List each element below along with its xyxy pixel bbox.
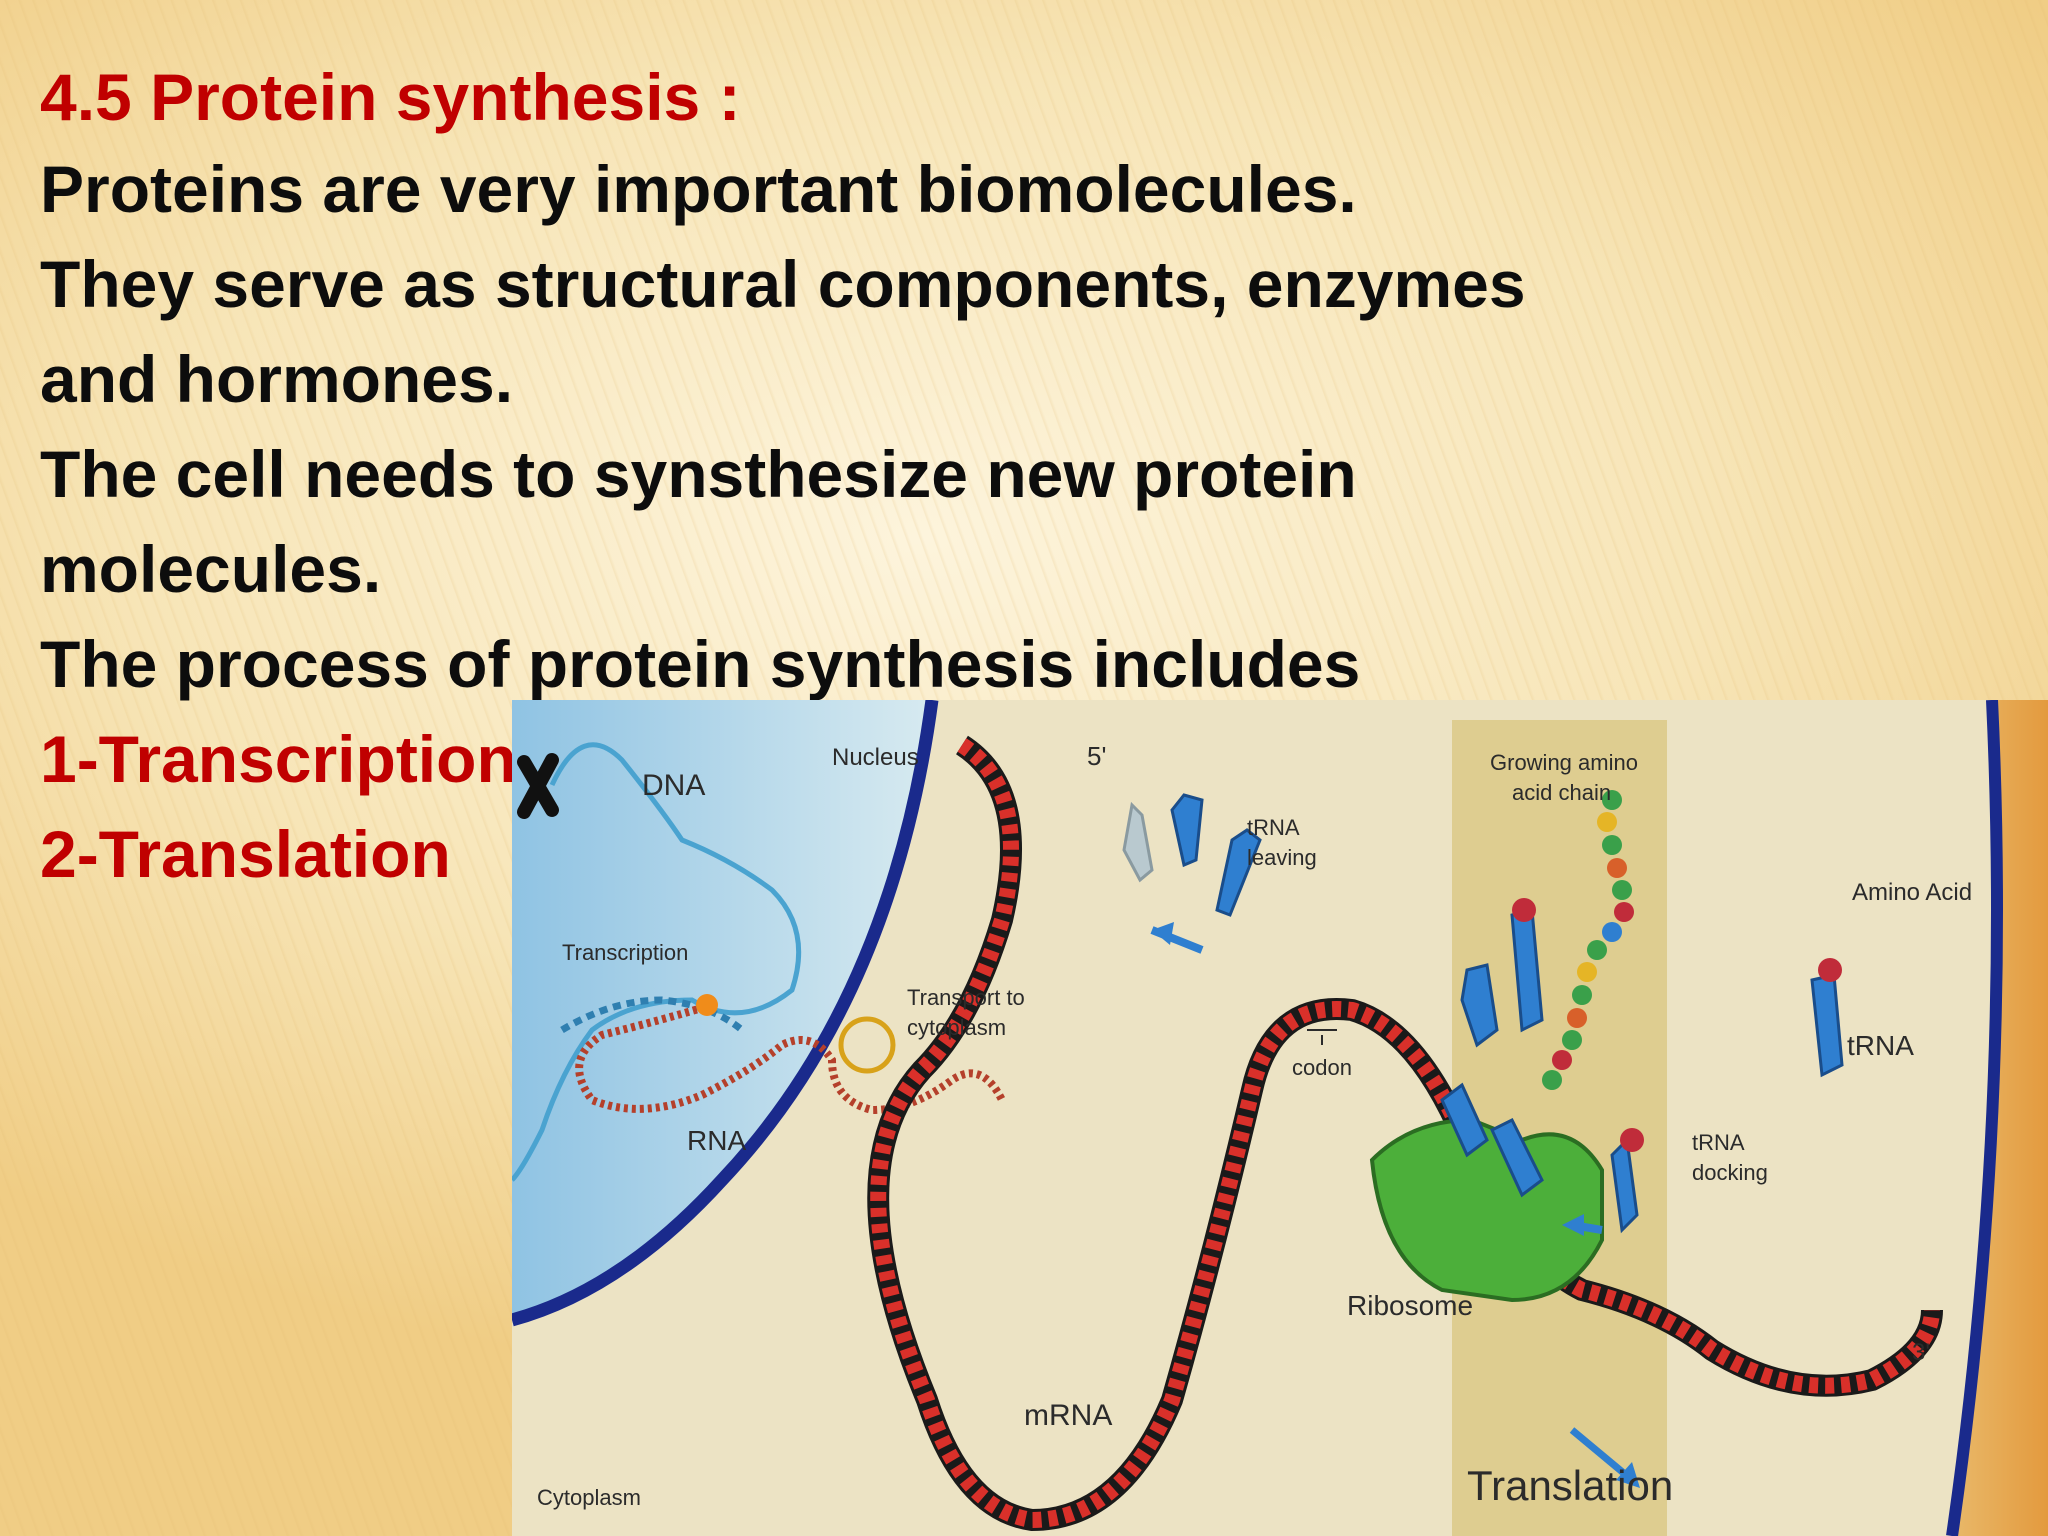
cell-edge (1952, 700, 2048, 1536)
trna-free (1510, 898, 1544, 1033)
trna-leaving-label-2: leaving (1247, 845, 1317, 870)
step-translation: 2-Translation (40, 817, 451, 891)
codon-marker (1307, 1029, 1337, 1045)
protein-synthesis-figure: DNA Nucleus 5' Growing amino acid chain … (512, 700, 2048, 1536)
slide-text: 4.5 Protein synthesis : Proteins are ver… (40, 52, 1940, 902)
growing-chain-label-1: Growing amino (1490, 750, 1638, 775)
trna-docking (1610, 1128, 1644, 1234)
arrow-translation-head (1616, 1462, 1640, 1488)
slide-title: 4.5 Protein synthesis : (40, 60, 741, 134)
trna-amino-acid (1810, 958, 1844, 1078)
trna-leaving-label-1: tRNA (1247, 815, 1300, 840)
three-prime-label: 3' (1912, 1339, 1930, 1366)
rna-label: RNA (687, 1125, 746, 1156)
transport-label-2: cytoplasm (907, 1015, 1006, 1040)
text-line: The process of protein synthesis include… (40, 627, 1361, 701)
translation-label: Translation (1467, 1462, 1673, 1509)
nucleus-label: Nucleus (832, 744, 919, 771)
growing-amino-acid-chain (1542, 790, 1634, 1090)
five-prime-label: 5' (1087, 741, 1106, 771)
dna-strand (512, 742, 802, 1182)
dna-helix (560, 996, 745, 1034)
cytoplasm-label: Cytoplasm (537, 1485, 641, 1510)
protein-synthesis-diagram: DNA Nucleus 5' Growing amino acid chain … (512, 700, 2048, 1536)
arrow-docking-head (1562, 1214, 1584, 1236)
step-transcription: 1-Transcription (40, 722, 517, 796)
growing-chain-label-2: acid chain (1512, 780, 1611, 805)
text-line: molecules. (40, 532, 382, 606)
nuclear-pore-highlight (838, 1016, 896, 1074)
rna-polymerase (696, 994, 718, 1016)
mrna-label: mRNA (1024, 1399, 1112, 1432)
text-line: and hormones. (40, 342, 514, 416)
transport-label-1: Transport to (907, 985, 1025, 1010)
dna-label: DNA (642, 769, 705, 802)
trna-leaving (1122, 793, 1262, 917)
arrow-leaving-head (1152, 922, 1174, 945)
ribosome-label: Ribosome (1347, 1290, 1473, 1321)
text-line: The cell needs to synsthesize new protei… (40, 437, 1357, 511)
cell-membrane (1946, 700, 2003, 1536)
transcription-label: Transcription (562, 940, 688, 965)
trna-docking-label-1: tRNA (1692, 1130, 1745, 1155)
chromosome-icon (517, 753, 559, 819)
rna-strand (575, 1001, 1006, 1115)
nuclear-membrane (512, 700, 939, 1327)
trna-in-ribosome (1440, 963, 1544, 1198)
amino-acid-label: Amino Acid (1852, 879, 1972, 906)
ribosome (1369, 1117, 1604, 1303)
codon-label: codon (1292, 1055, 1352, 1080)
mrna-bases (870, 738, 1940, 1529)
trna-label: tRNA (1847, 1030, 1914, 1061)
text-line: Proteins are very important biomolecules… (40, 152, 1357, 226)
arrow-translation (1569, 1427, 1635, 1483)
trna-docking-label-2: docking (1692, 1160, 1768, 1185)
text-line: They serve as structural components, enz… (40, 247, 1526, 321)
